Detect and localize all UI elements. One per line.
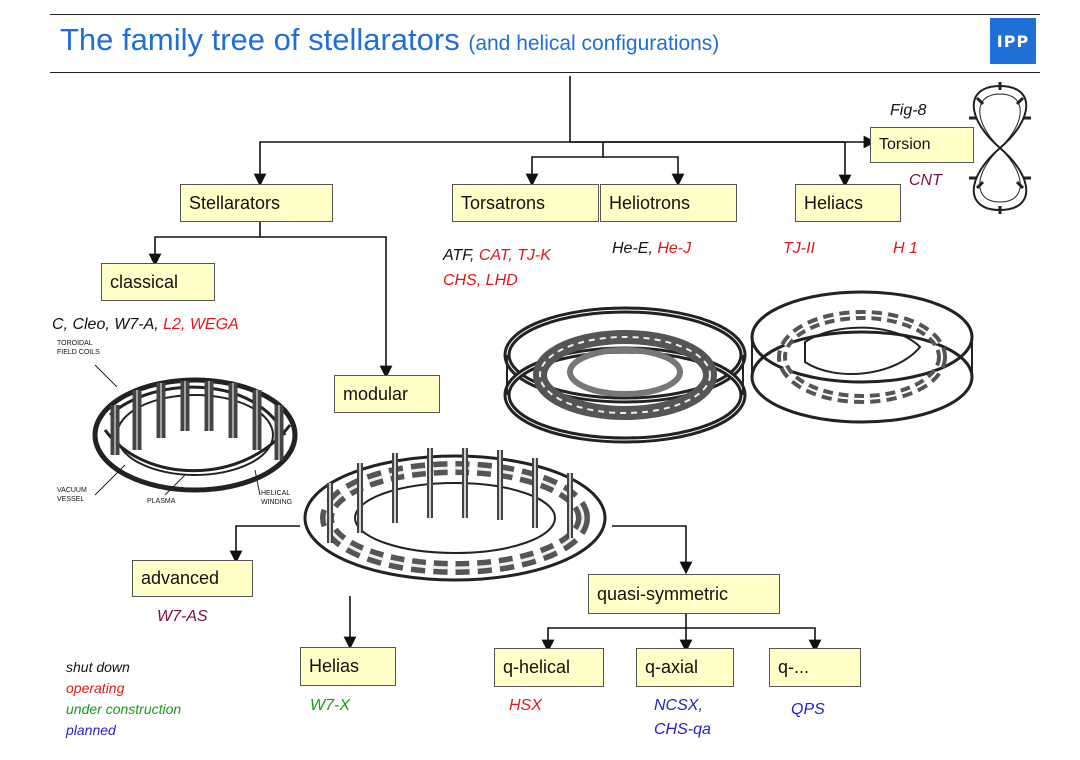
box-torsatrons: Torsatrons [452, 184, 599, 222]
label-heliac-devices-2: H 1 [893, 240, 918, 257]
modular-stellarator-illustration [303, 448, 607, 582]
title-rule-bottom [50, 72, 1040, 73]
heliac-illustration [750, 290, 974, 424]
label-q-other-devices: QPS [791, 701, 825, 718]
label-torsatron-devices-2: CHS, LHD [443, 272, 518, 289]
illus-label-helical: HELICAL [261, 490, 290, 497]
illus-label-toroidal: TOROIDAL [57, 340, 93, 347]
legend-shut-down: shut down [66, 659, 130, 675]
box-q-other: q-... [769, 648, 861, 687]
page-title: The family tree of stellarators (and hel… [60, 22, 719, 58]
label-fig8: Fig-8 [890, 102, 927, 119]
illus-label-vessel: VESSEL [57, 496, 84, 503]
illus-label-field-coils: FIELD COILS [57, 349, 100, 356]
label-heliac-devices-1: TJ-II [783, 240, 815, 257]
figure-eight-illustration [969, 82, 1031, 214]
ipp-logo: IPP [990, 18, 1036, 64]
box-helias: Helias [300, 647, 396, 686]
box-heliotrons: Heliotrons [600, 184, 737, 222]
legend-under-construction: under construction [66, 701, 182, 717]
label-cnt: CNT [909, 172, 942, 189]
box-stellarators: Stellarators [180, 184, 333, 222]
box-classical: classical [101, 263, 215, 301]
label-classical-devices: C, Cleo, W7-A, L2, WEGA [52, 316, 239, 333]
box-q-axial: q-axial [636, 648, 734, 687]
illus-label-vacuum: VACUUM [57, 487, 87, 494]
torsatron-illustration [503, 306, 747, 444]
label-q-axial-devices-1: NCSX, [654, 697, 703, 714]
label-helias-devices: W7-X [310, 697, 350, 714]
box-q-helical: q-helical [494, 648, 604, 687]
box-quasi-symmetric: quasi-symmetric [588, 574, 780, 614]
label-heliotron-devices: He-E, He-J [612, 240, 692, 257]
box-advanced: advanced [132, 560, 253, 597]
label-torsatron-devices-1: ATF, CAT, TJ-K [443, 247, 551, 264]
legend: shut down operating under construction p… [66, 657, 181, 741]
title-main: The family tree of stellarators [60, 22, 460, 57]
title-subtitle: (and helical configurations) [468, 32, 720, 55]
box-torsion: Torsion [870, 127, 974, 163]
illus-label-winding: WINDING [261, 499, 292, 506]
illus-label-plasma: PLASMA [147, 498, 176, 505]
classical-stellarator-illustration: TOROIDAL FIELD COILS VACUUM VESSEL PLASM… [57, 340, 298, 506]
label-advanced-devices: W7-AS [157, 608, 208, 625]
label-q-helical-devices: HSX [509, 697, 542, 714]
title-rule-top [50, 14, 1040, 15]
label-q-axial-devices-2: CHS-qa [654, 721, 711, 738]
box-modular: modular [334, 375, 440, 413]
legend-operating: operating [66, 680, 125, 696]
box-heliacs: Heliacs [795, 184, 901, 222]
legend-planned: planned [66, 722, 116, 738]
